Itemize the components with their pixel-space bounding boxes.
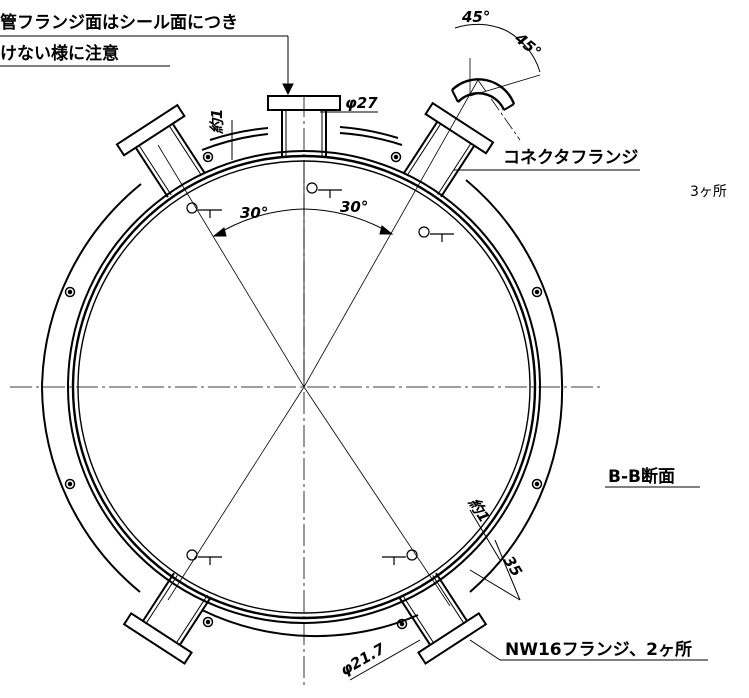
angle-30-dimension [212, 208, 394, 237]
dim-angle-45-b: 45° [511, 29, 545, 62]
dim-angle-45-a: 45° [461, 8, 490, 26]
seal-face-note-line-2: けない様に注意 [0, 43, 119, 64]
dim-approx-1-right: 約1 [464, 494, 493, 526]
upper-right-connector [403, 101, 495, 198]
outer-flange-arcs [40, 126, 564, 638]
dim-angle-30-right: 30° [340, 198, 368, 216]
section-label: B-B断面 [608, 466, 675, 487]
connector-count-label: 3ヶ所 [690, 184, 727, 200]
lower-left-nw16-flange [122, 572, 212, 665]
radial-lines [157, 79, 479, 607]
angle-45-detail [451, 23, 541, 141]
connector-flange-label: コネクタフランジ [503, 148, 638, 168]
center-lines [10, 95, 600, 688]
dim-phi-27: φ27 [345, 94, 378, 112]
lower-right-nw16-flange [398, 572, 488, 665]
dim-approx-1-top: 約1 [208, 109, 226, 135]
weld-symbols [186, 182, 454, 565]
seal-face-note-line-1: 管フランジ面はシール面につき [0, 12, 238, 33]
upper-left-connector [115, 103, 206, 198]
nw16-flange-label: NW16フランジ、2ヶ所 [505, 640, 692, 660]
dim-phi-21-7: φ21.7 [337, 639, 389, 679]
leader-lines [0, 35, 708, 681]
bolt-holes [64, 151, 543, 630]
top-port [267, 95, 341, 157]
dim-angle-30-left: 30° [240, 204, 268, 222]
